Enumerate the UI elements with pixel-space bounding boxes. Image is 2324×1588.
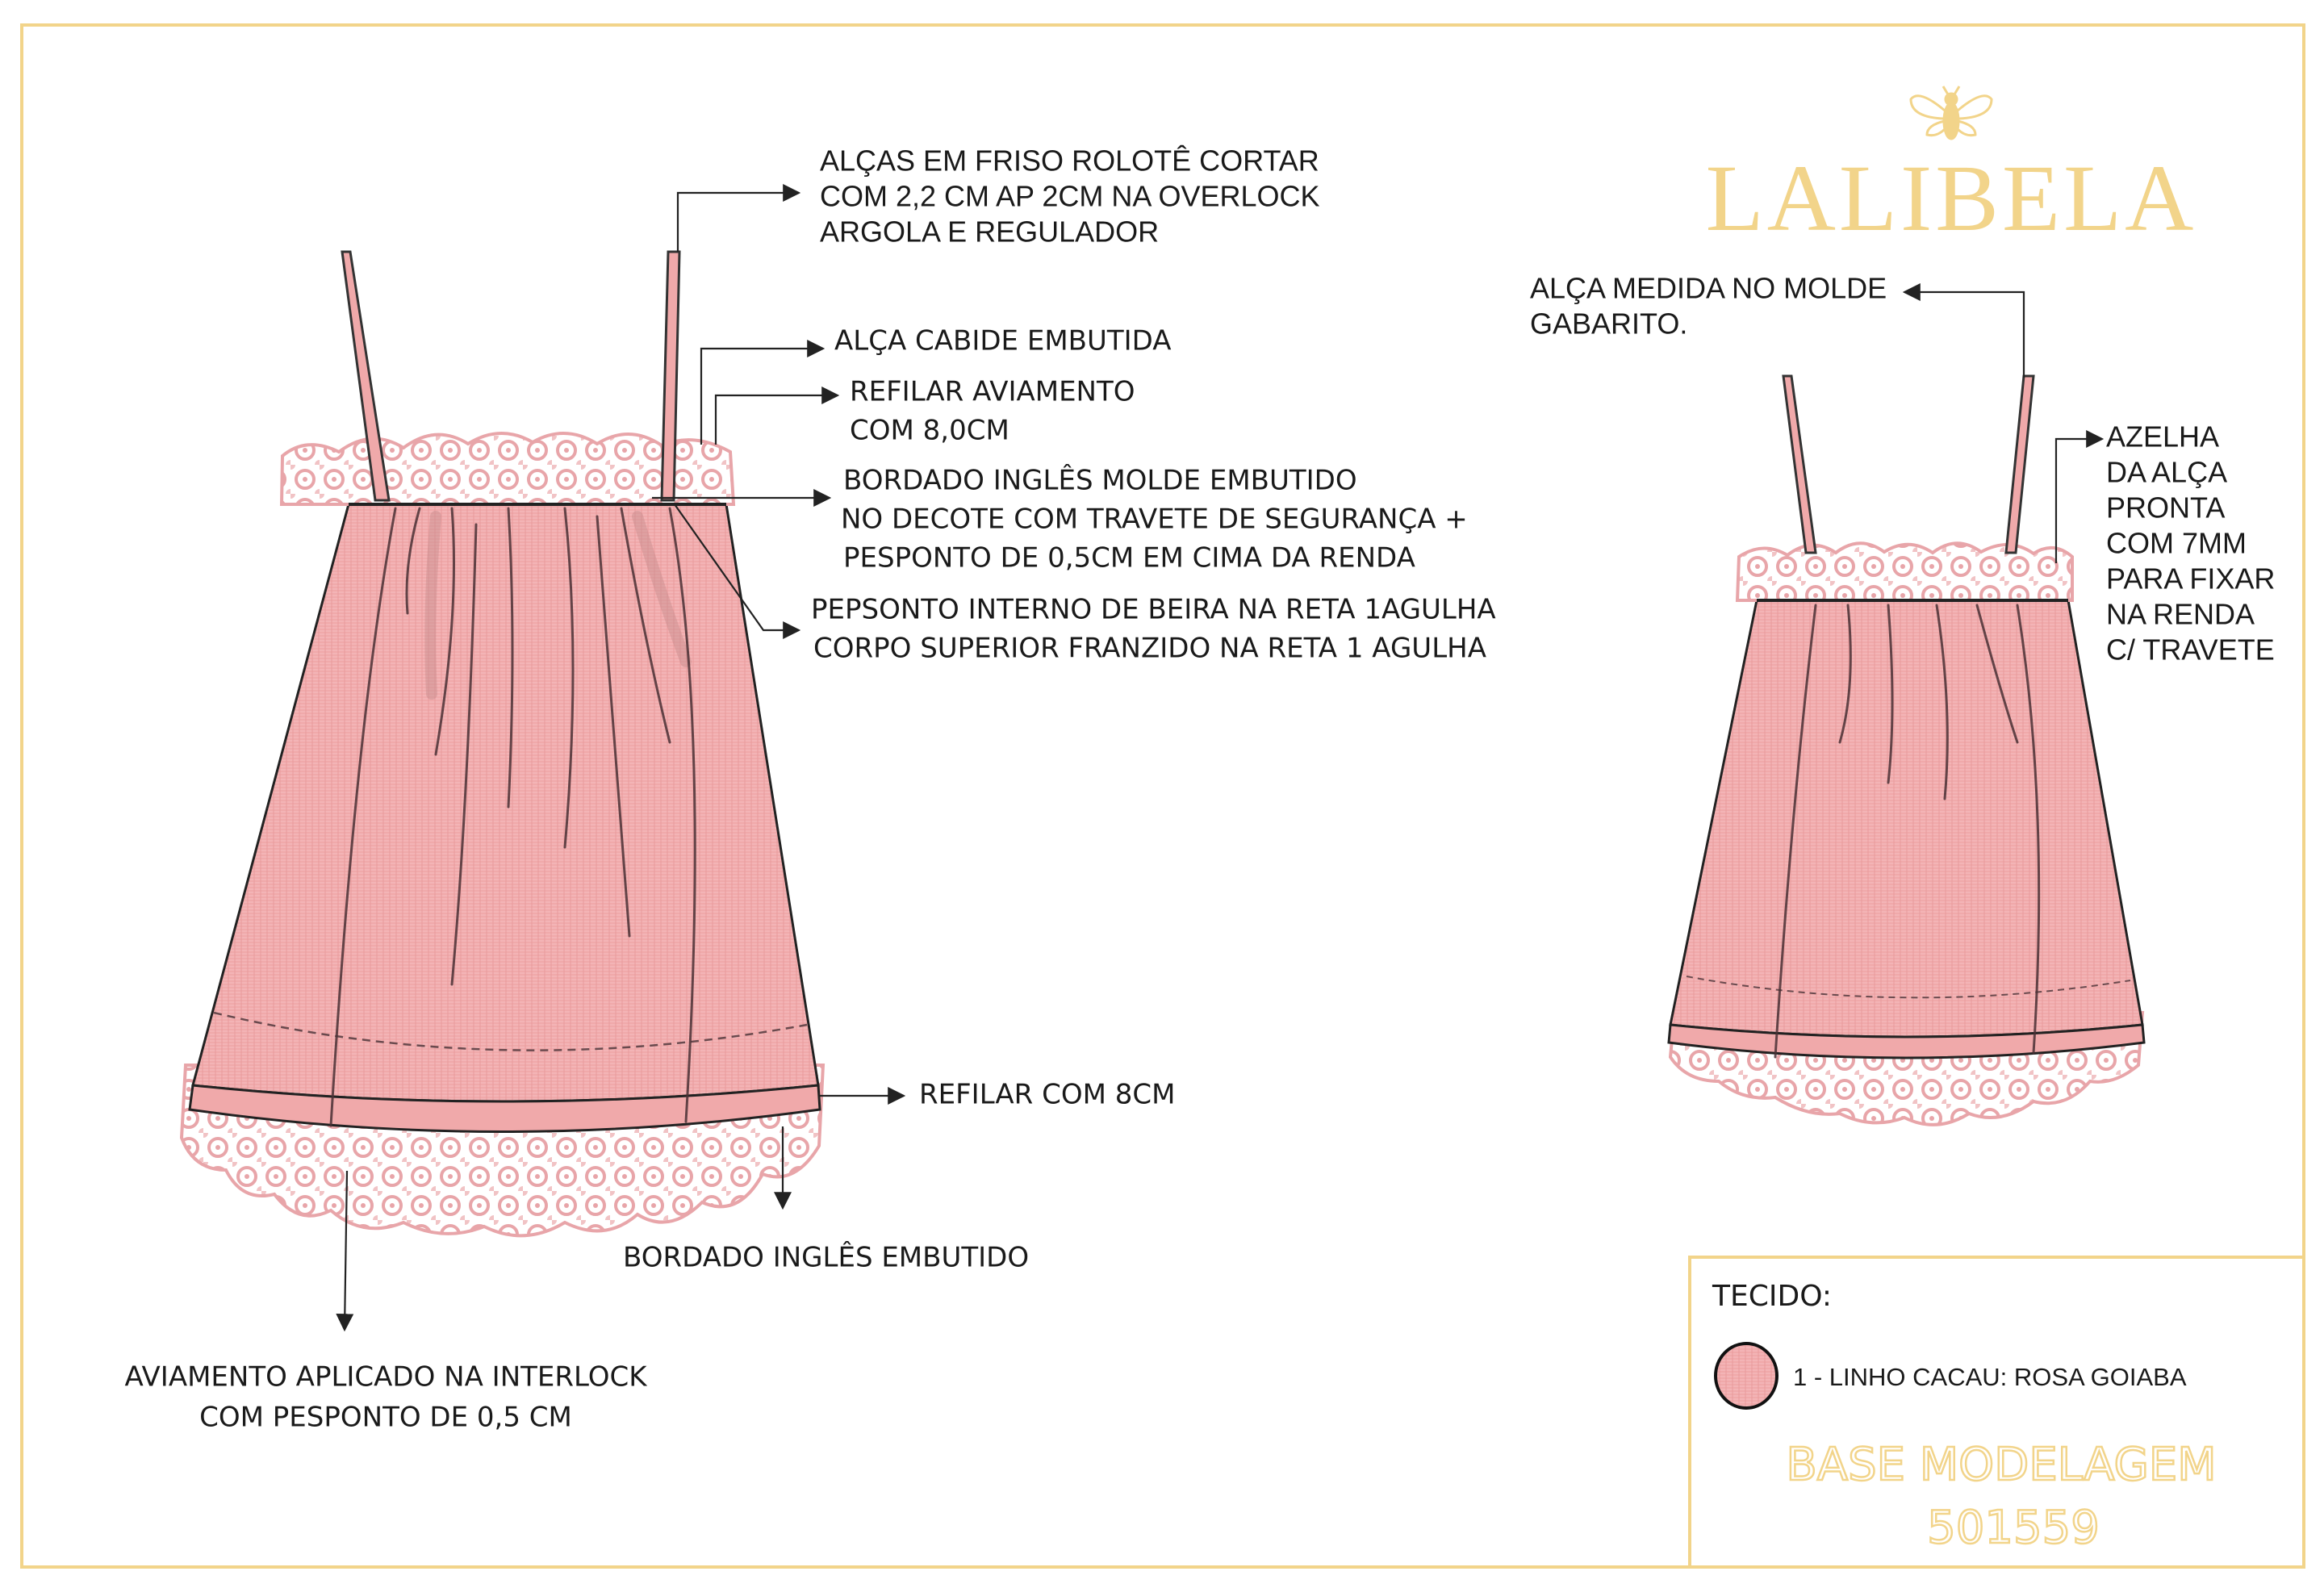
- note-line: COM PESPONTO DE 0,5 CM: [199, 1402, 572, 1434]
- note-neck-embroidery: BORDADO INGLÊS MOLDE EMBUTIDO NO DECOTE …: [841, 464, 1468, 575]
- note-line: CORPO SUPERIOR FRANZIDO NA RETA 1 AGULHA: [813, 633, 1486, 665]
- arrow-trim-top: [714, 387, 840, 445]
- page-frame: [20, 23, 2305, 1569]
- hem-band: [188, 1084, 821, 1133]
- note-line: AVIAMENTO APLICADO NA INTERLOCK: [124, 1361, 648, 1394]
- note-trim-top: REFILAR AVIAMENTO COM 8,0CM: [850, 376, 1135, 447]
- arrow-hem-trim: [336, 1170, 354, 1332]
- back-neck-lace: [1735, 541, 2074, 602]
- legend-box: [1688, 1256, 2305, 1569]
- note-line: REFILAR AVIAMENTO: [850, 376, 1135, 408]
- arrow-straps: [676, 184, 801, 252]
- note-strap-measure: ALÇA MEDIDA NO MOLDE GABARITO.: [1530, 272, 1887, 341]
- note-line: C/ TRAVETE: [2106, 633, 2275, 667]
- fabric-swatch: [1714, 1342, 1779, 1410]
- note-line: DA ALÇA: [2106, 456, 2227, 489]
- model-code: 501559: [1927, 1502, 2100, 1554]
- front-body: [191, 503, 820, 1103]
- legend-title: TECIDO:: [1712, 1280, 1832, 1313]
- note-hem-trim: AVIAMENTO APLICADO NA INTERLOCK COM PESP…: [124, 1361, 648, 1434]
- back-left-strap: [1782, 374, 1817, 554]
- note-line: COM 7MM: [2106, 527, 2247, 560]
- note-line: BORDADO INGLÊS MOLDE EMBUTIDO: [843, 464, 1357, 497]
- note-line: ALÇAS EM FRISO ROLOTÊ CORTAR: [820, 144, 1319, 178]
- note-hanger-strap: ALÇA CABIDE EMBUTIDA: [834, 325, 1172, 357]
- left-strap: [341, 250, 391, 502]
- note-straps: ALÇAS EM FRISO ROLOTÊ CORTAR COM 2,2 CM …: [820, 144, 1320, 249]
- note-line: PRONTA: [2106, 491, 2225, 524]
- note-line: PARA FIXAR: [2106, 562, 2275, 596]
- note-trim-hem: REFILAR COM 8CM: [919, 1079, 1175, 1111]
- arrow-hanger: [700, 340, 826, 445]
- base-label: BASE MODELAGEM: [1786, 1439, 2216, 1491]
- note-line: AZELHA: [2106, 420, 2219, 453]
- note-line: GABARITO.: [1530, 307, 1687, 341]
- arrow-loop: [2054, 430, 2105, 563]
- neck-lace: [279, 432, 736, 506]
- note-line: PEPSONTO INTERNO DE BEIRA NA RETA 1AGULH…: [811, 594, 1496, 626]
- brand-logo: LALIBELA: [1706, 145, 2197, 251]
- arrow-inner-stitch: [674, 504, 801, 639]
- note-line: PESPONTO DE 0,5CM EM CIMA DA RENDA: [843, 542, 1415, 575]
- note-line: NO DECOTE COM TRAVETE DE SEGURANÇA +: [841, 504, 1468, 536]
- note-line: COM 8,0CM: [850, 415, 1009, 447]
- right-strap: [660, 250, 681, 502]
- front-garment-sketch: [179, 250, 826, 1238]
- note-line: COM 2,2 CM AP 2CM NA OVERLOCK: [820, 180, 1320, 213]
- note-hem-embroidery: BORDADO INGLÊS EMBUTIDO: [623, 1241, 1029, 1274]
- back-body: [1669, 599, 2144, 1038]
- back-right-strap: [2004, 374, 2035, 554]
- note-inner-stitch: PEPSONTO INTERNO DE BEIRA NA RETA 1AGULH…: [811, 594, 1496, 665]
- note-line: ALÇA MEDIDA NO MOLDE: [1530, 272, 1887, 305]
- arrow-strap-measure: [1902, 283, 2025, 378]
- fabric-label: 1 - LINHO CACAU: ROSA GOIABA: [1793, 1363, 2187, 1391]
- note-line: NA RENDA: [2106, 598, 2255, 631]
- bee-icon: [1909, 86, 1993, 140]
- note-loop: AZELHA DA ALÇA PRONTA COM 7MM PARA FIXAR…: [2106, 420, 2275, 667]
- back-garment-sketch: [1667, 374, 2146, 1126]
- note-line: ARGOLA E REGULADOR: [820, 215, 1159, 249]
